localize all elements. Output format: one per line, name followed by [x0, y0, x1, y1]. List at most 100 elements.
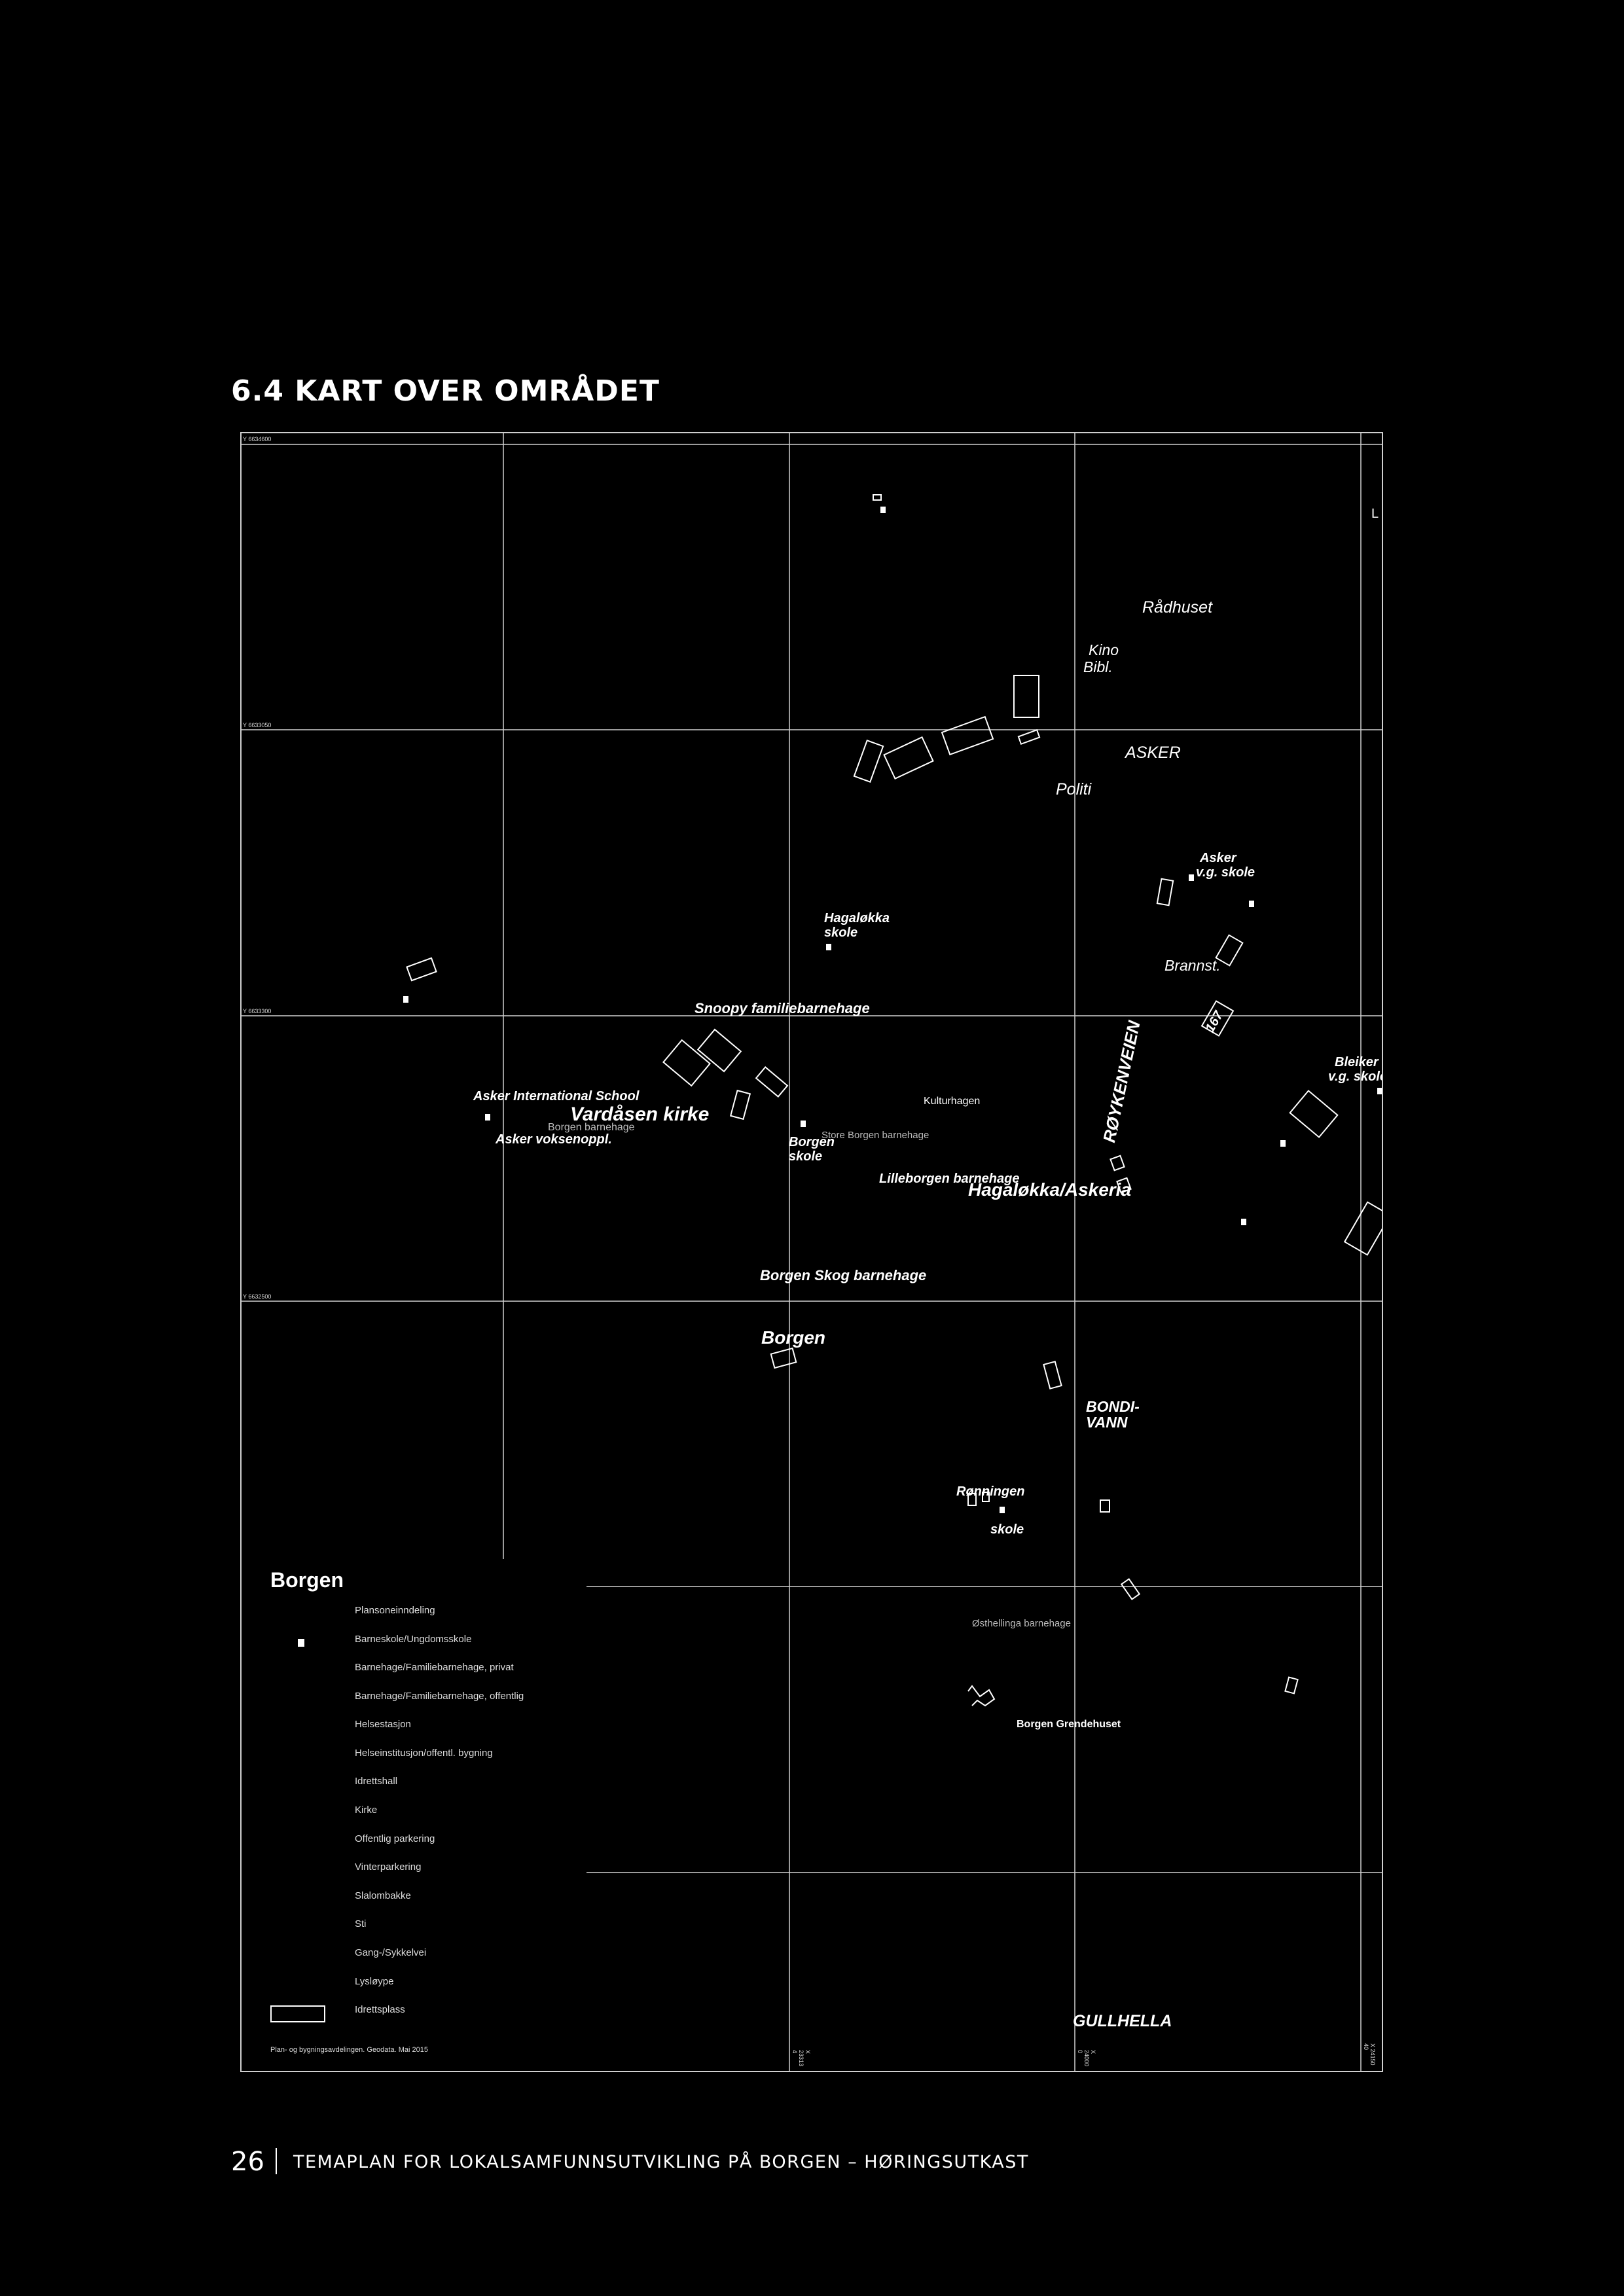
coord-label: Y 6632500	[243, 1293, 272, 1300]
road-shield	[1200, 1000, 1235, 1037]
building	[1013, 675, 1039, 718]
building	[853, 740, 884, 783]
legend-title: Borgen	[270, 1568, 344, 1592]
footer-separator	[276, 2148, 277, 2174]
legend-item: Vinterparkering	[355, 1861, 422, 1873]
school-marker	[1189, 874, 1194, 881]
coord-label: X 23313 4	[791, 2050, 811, 2067]
place-label-brannst: Brannst.	[1164, 957, 1221, 974]
building	[696, 1028, 742, 1073]
place-label-ais: Asker International School	[473, 1089, 640, 1103]
school-marker	[1377, 1088, 1382, 1094]
place-label-asker-vg: v.g. skole	[1196, 865, 1255, 880]
building	[662, 1039, 711, 1087]
legend-item: Helsestasjon	[355, 1719, 411, 1730]
place-label-borgen-skole: skole	[789, 1149, 823, 1164]
place-label-ronningen: Rønningen	[956, 1484, 1025, 1499]
coord-label: X 24000 0	[1077, 2050, 1096, 2067]
place-label-hagalokka-skole: Hagaløkka	[824, 911, 890, 925]
place-label-bleiker: v.g. skole	[1328, 1069, 1383, 1084]
legend-item: Sti	[355, 1918, 367, 1929]
coord-label: X 24150 40	[1363, 2043, 1376, 2066]
place-label-borgen-area: Borgen	[761, 1327, 825, 1348]
road-167-shield	[1200, 1000, 1235, 1037]
building	[967, 1493, 977, 1506]
grid-lines	[242, 433, 1382, 2071]
building	[729, 1089, 751, 1121]
building	[967, 1685, 996, 1707]
legend-item: Barneskole/Ungdomsskole	[355, 1634, 472, 1645]
building	[1284, 1676, 1299, 1695]
building	[1043, 1361, 1062, 1390]
building	[755, 1066, 789, 1098]
building	[1156, 878, 1174, 906]
document-title: TEMAPLAN FOR LOKALSAMFUNNSUTVIKLING PÅ B…	[293, 2152, 1029, 2172]
place-label-snoopy: Snoopy familiebarnehage	[695, 1000, 870, 1016]
school-marker	[1241, 1219, 1246, 1225]
place-label-bondivann: BONDI-	[1086, 1398, 1140, 1415]
area-map: Y 6634600 Y 6633050 Y 6633300 Y 6632500 …	[240, 432, 1383, 2072]
place-label-hagalokka-askeria: Hagaløkka/Askeria	[968, 1179, 1132, 1200]
place-label-ronningen: skole	[990, 1522, 1024, 1537]
building	[1215, 934, 1244, 967]
legend-item: Offentlig parkering	[355, 1833, 435, 1844]
map-graphics	[242, 433, 1382, 2071]
legend-item: Slalombakke	[355, 1890, 411, 1901]
place-label-voksenoppl: Asker voksenoppl.	[496, 1132, 612, 1147]
sports-field-legend-icon	[270, 2005, 325, 2022]
place-label-kulturhagen: Kulturhagen	[924, 1096, 981, 1107]
building	[982, 1492, 990, 1502]
school-marker	[1280, 1140, 1286, 1147]
building	[406, 957, 437, 982]
school-markers	[403, 507, 1382, 1513]
place-label-ostlinga: Østhellinga barnehage	[972, 1618, 1071, 1629]
coord-label: Y 6633050	[243, 722, 272, 728]
building	[770, 1347, 797, 1369]
place-label-bleiker: Bleiker	[1335, 1055, 1379, 1069]
legend-item: Barnehage/Familiebarnehage, privat	[355, 1662, 514, 1673]
building-outlines	[406, 494, 1382, 1707]
legend-item: Idrettsplass	[355, 2004, 405, 2015]
place-label-vardasen-kirke: Vardåsen kirke	[570, 1103, 710, 1125]
building	[1289, 1090, 1339, 1138]
school-marker	[826, 944, 831, 950]
place-label-borgen-skole: Borgen	[789, 1135, 835, 1149]
place-label-hagalokka-skole: skole	[824, 925, 858, 940]
school-marker	[801, 1121, 806, 1127]
building	[941, 715, 994, 756]
place-label-grendehuset: Borgen Grendehuset	[1017, 1719, 1121, 1730]
legend-item: Plansoneinndeling	[355, 1605, 435, 1616]
legend-item: Lysløype	[355, 1976, 394, 1987]
building	[1343, 1201, 1382, 1256]
place-label-borgen-barnehage: Borgen barnehage	[548, 1122, 635, 1133]
coord-label: Y 6633300	[243, 1008, 272, 1014]
place-label-gullhella: GULLHELLA	[1073, 2012, 1172, 2030]
school-marker	[403, 996, 408, 1003]
legend-item: Kirke	[355, 1804, 378, 1816]
building	[1100, 1499, 1110, 1513]
place-label-asker-vg: Asker	[1200, 851, 1236, 865]
school-marker	[880, 507, 886, 513]
building	[1120, 1578, 1141, 1600]
school-marker	[1000, 1507, 1005, 1513]
building	[873, 494, 882, 501]
building	[1017, 728, 1041, 745]
place-label-borgen-skog: Borgen Skog barnehage	[760, 1267, 927, 1283]
school-marker	[1249, 901, 1254, 907]
legend-item: Gang-/Sykkelvei	[355, 1947, 427, 1958]
place-label-store-borgen: Store Borgen barnehage	[821, 1130, 929, 1141]
place-label: L	[1371, 507, 1379, 521]
map-source-note: Plan- og bygningsavdelingen. Geodata. Ma…	[270, 2046, 428, 2054]
coord-label: Y 6634600	[243, 436, 272, 442]
page-number: 26	[231, 2147, 264, 2177]
school-legend-icon	[298, 1639, 304, 1647]
place-label-politi: Politi	[1056, 780, 1092, 798]
legend-item: Barnehage/Familiebarnehage, offentlig	[355, 1691, 524, 1702]
place-label-kino: Kino	[1089, 641, 1119, 658]
building	[883, 736, 934, 780]
page-heading: 6.4 KART OVER OMRÅDET	[231, 374, 660, 408]
place-label-lilleborgen: Lilleborgen barnehage	[879, 1172, 1020, 1186]
place-label-asker: ASKER	[1125, 744, 1181, 762]
place-label-radhuset: Rådhuset	[1142, 598, 1213, 617]
building	[1116, 1177, 1132, 1194]
